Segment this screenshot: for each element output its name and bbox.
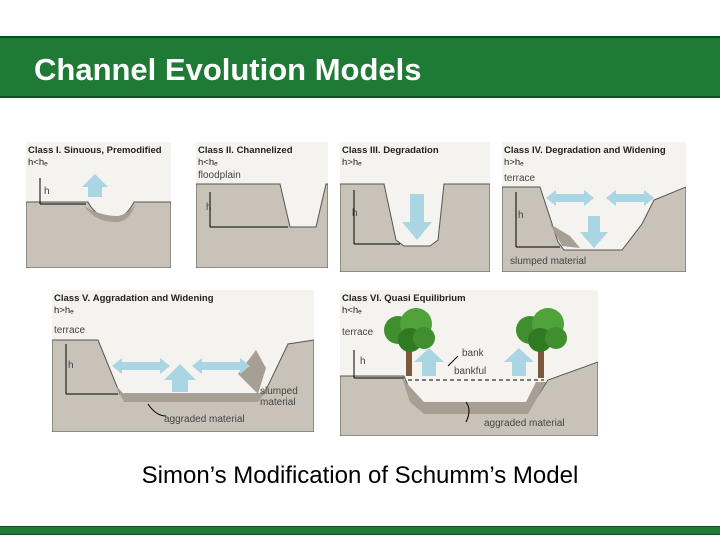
label-h: h bbox=[206, 202, 212, 213]
panel-class-4: Class IV. Degradation and Widening h>hₑ … bbox=[502, 142, 686, 272]
panel-class-1: Class I. Sinuous, Premodified h<hₑ h bbox=[26, 142, 171, 268]
channel-cross-section-5 bbox=[52, 339, 314, 432]
label-terrace: terrace bbox=[342, 327, 374, 338]
label-h: h bbox=[44, 186, 50, 197]
bottom-bar bbox=[0, 526, 720, 535]
panel-condition: h>hₑ bbox=[342, 157, 362, 168]
label-floodplain: floodplain bbox=[198, 170, 241, 181]
label-terrace: terrace bbox=[504, 173, 536, 184]
title-bar: Channel Evolution Models bbox=[0, 36, 720, 98]
channel-cross-section-2 bbox=[196, 183, 328, 268]
panel-class-2: Class II. Channelized h<hₑ floodplain h bbox=[196, 142, 328, 268]
label-h: h bbox=[360, 356, 366, 367]
panel-title: Class II. Channelized bbox=[198, 145, 293, 156]
channel-cross-section-3 bbox=[340, 183, 490, 272]
slide-title: Channel Evolution Models bbox=[34, 52, 422, 87]
label-h: h bbox=[352, 208, 358, 219]
panel-class-6: Class VI. Quasi Equilibrium h<hₑ terrace… bbox=[340, 290, 598, 436]
label-terrace: terrace bbox=[54, 325, 86, 336]
panel-condition: h<hₑ bbox=[198, 157, 218, 168]
label-aggraded-material: aggraded material bbox=[484, 418, 565, 429]
channel-cross-section-6 bbox=[340, 308, 598, 436]
panel-class-3: Class III. Degradation h>hₑ h bbox=[340, 142, 490, 272]
panel-title: Class I. Sinuous, Premodified bbox=[28, 145, 162, 156]
panel-class-5: Class V. Aggradation and Widening h>hₑ t… bbox=[52, 290, 314, 432]
panel-title: Class III. Degradation bbox=[342, 145, 439, 156]
channel-cross-section-1 bbox=[26, 174, 171, 268]
label-h: h bbox=[518, 210, 524, 221]
label-slumped-material: slumped material bbox=[260, 386, 298, 408]
label-aggraded-material: aggraded material bbox=[164, 414, 245, 425]
label-bank: bank bbox=[462, 348, 484, 359]
panel-title: Class V. Aggradation and Widening bbox=[54, 293, 214, 304]
slide-caption: Simon’s Modification of Schumm’s Model bbox=[141, 462, 579, 489]
label-bankful: bankful bbox=[454, 366, 487, 377]
panel-condition: h<hₑ bbox=[342, 305, 362, 316]
panel-condition: h<hₑ bbox=[28, 157, 48, 168]
label-slumped-material: slumped material bbox=[510, 256, 587, 267]
panel-condition: h>hₑ bbox=[54, 305, 74, 316]
panel-title: Class VI. Quasi Equilibrium bbox=[342, 293, 466, 304]
panel-condition: h>hₑ bbox=[504, 157, 524, 168]
channel-cross-section-4 bbox=[502, 186, 686, 272]
panel-title: Class IV. Degradation and Widening bbox=[504, 145, 666, 156]
label-h: h bbox=[68, 360, 74, 371]
